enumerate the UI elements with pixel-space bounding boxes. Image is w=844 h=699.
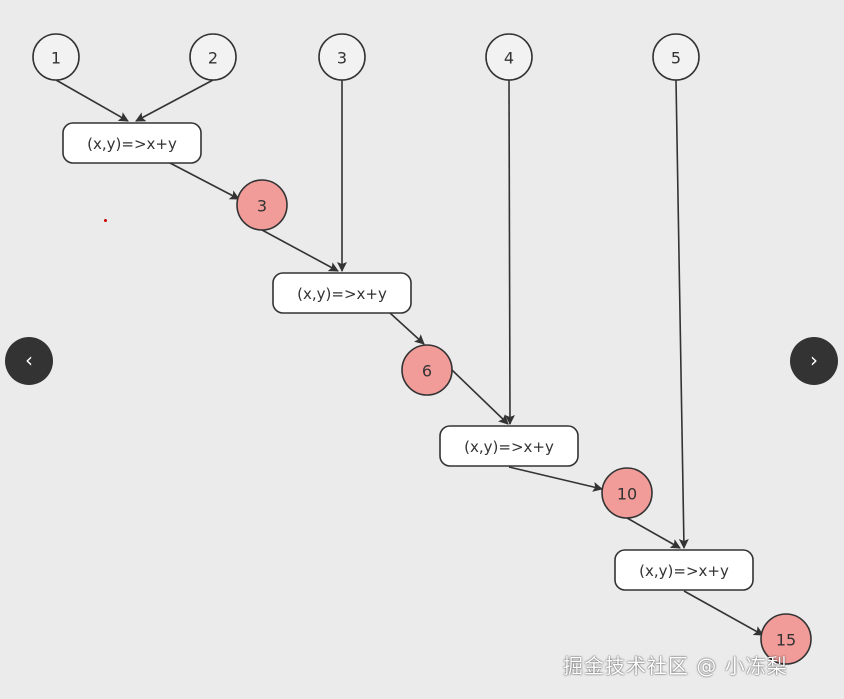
edge-res3-r4 bbox=[626, 517, 681, 549]
result-label: 3 bbox=[257, 197, 267, 216]
reducer-node-r1: (x,y)=>x+y bbox=[62, 122, 202, 164]
reducer-box bbox=[62, 122, 202, 164]
input-label: 2 bbox=[208, 49, 218, 68]
input-label: 3 bbox=[337, 49, 347, 68]
result-label: 15 bbox=[776, 631, 796, 650]
result-circle bbox=[401, 344, 453, 396]
result-label: 6 bbox=[422, 362, 432, 381]
input-node-in4: 4 bbox=[485, 33, 533, 81]
edge-res2-r3 bbox=[451, 369, 509, 425]
edge-in5-r4 bbox=[675, 79, 689, 549]
result-circle bbox=[236, 179, 288, 231]
watermark: 掘金技术社区 @ 小冻梨 bbox=[563, 654, 788, 678]
edge-in1-r1 bbox=[55, 79, 129, 122]
input-node-in2: 2 bbox=[189, 33, 237, 81]
reducer-node-r4: (x,y)=>x+y bbox=[614, 549, 754, 591]
result-circle bbox=[760, 613, 812, 665]
reducer-box bbox=[439, 425, 579, 467]
next-slide-button[interactable]: › bbox=[790, 337, 838, 385]
result-circle bbox=[601, 467, 653, 519]
edge-res1-r2 bbox=[261, 229, 339, 272]
result-node-res2: 6 bbox=[401, 344, 453, 396]
edge-r1-res1 bbox=[169, 162, 240, 200]
stray-dot bbox=[104, 219, 107, 222]
result-node-res4: 15 bbox=[760, 613, 812, 665]
reducer-box bbox=[614, 549, 754, 591]
result-node-res3: 10 bbox=[601, 467, 653, 519]
result-label: 10 bbox=[617, 485, 637, 504]
edges-layer bbox=[55, 79, 764, 636]
input-node-in1: 1 bbox=[32, 33, 80, 81]
previous-slide-button[interactable]: ‹ bbox=[5, 337, 53, 385]
chevron-left-icon: ‹ bbox=[25, 348, 33, 372]
edge-in4-r3 bbox=[504, 79, 515, 425]
reducer-box bbox=[272, 272, 412, 314]
reducer-label: (x,y)=>x+y bbox=[464, 438, 554, 456]
input-label: 5 bbox=[671, 49, 681, 68]
reducer-label: (x,y)=>x+y bbox=[639, 562, 729, 580]
result-node-res1: 3 bbox=[236, 179, 288, 231]
edge-in2-r1 bbox=[135, 79, 214, 122]
input-label: 1 bbox=[51, 49, 61, 68]
input-circle bbox=[189, 33, 237, 81]
input-circle bbox=[485, 33, 533, 81]
edge-r2-res2 bbox=[389, 312, 425, 345]
reducer-label: (x,y)=>x+y bbox=[297, 285, 387, 303]
reducer-node-r3: (x,y)=>x+y bbox=[439, 425, 579, 467]
edge-r3-res3 bbox=[508, 466, 603, 492]
input-node-in3: 3 bbox=[318, 33, 366, 81]
input-node-in5: 5 bbox=[652, 33, 700, 81]
input-circle bbox=[318, 33, 366, 81]
input-label: 4 bbox=[504, 49, 514, 68]
input-circle bbox=[32, 33, 80, 81]
input-circle bbox=[652, 33, 700, 81]
reducer-label: (x,y)=>x+y bbox=[87, 135, 177, 153]
edge-r4-res4 bbox=[683, 590, 764, 636]
reducer-node-r2: (x,y)=>x+y bbox=[272, 272, 412, 314]
chevron-right-icon: › bbox=[810, 348, 818, 372]
nodes-layer: 1 2 3 4 5 (x,y)=>x+y (x,y)=>x+y (x,y)=>x+y (x,y)… bbox=[32, 33, 812, 665]
